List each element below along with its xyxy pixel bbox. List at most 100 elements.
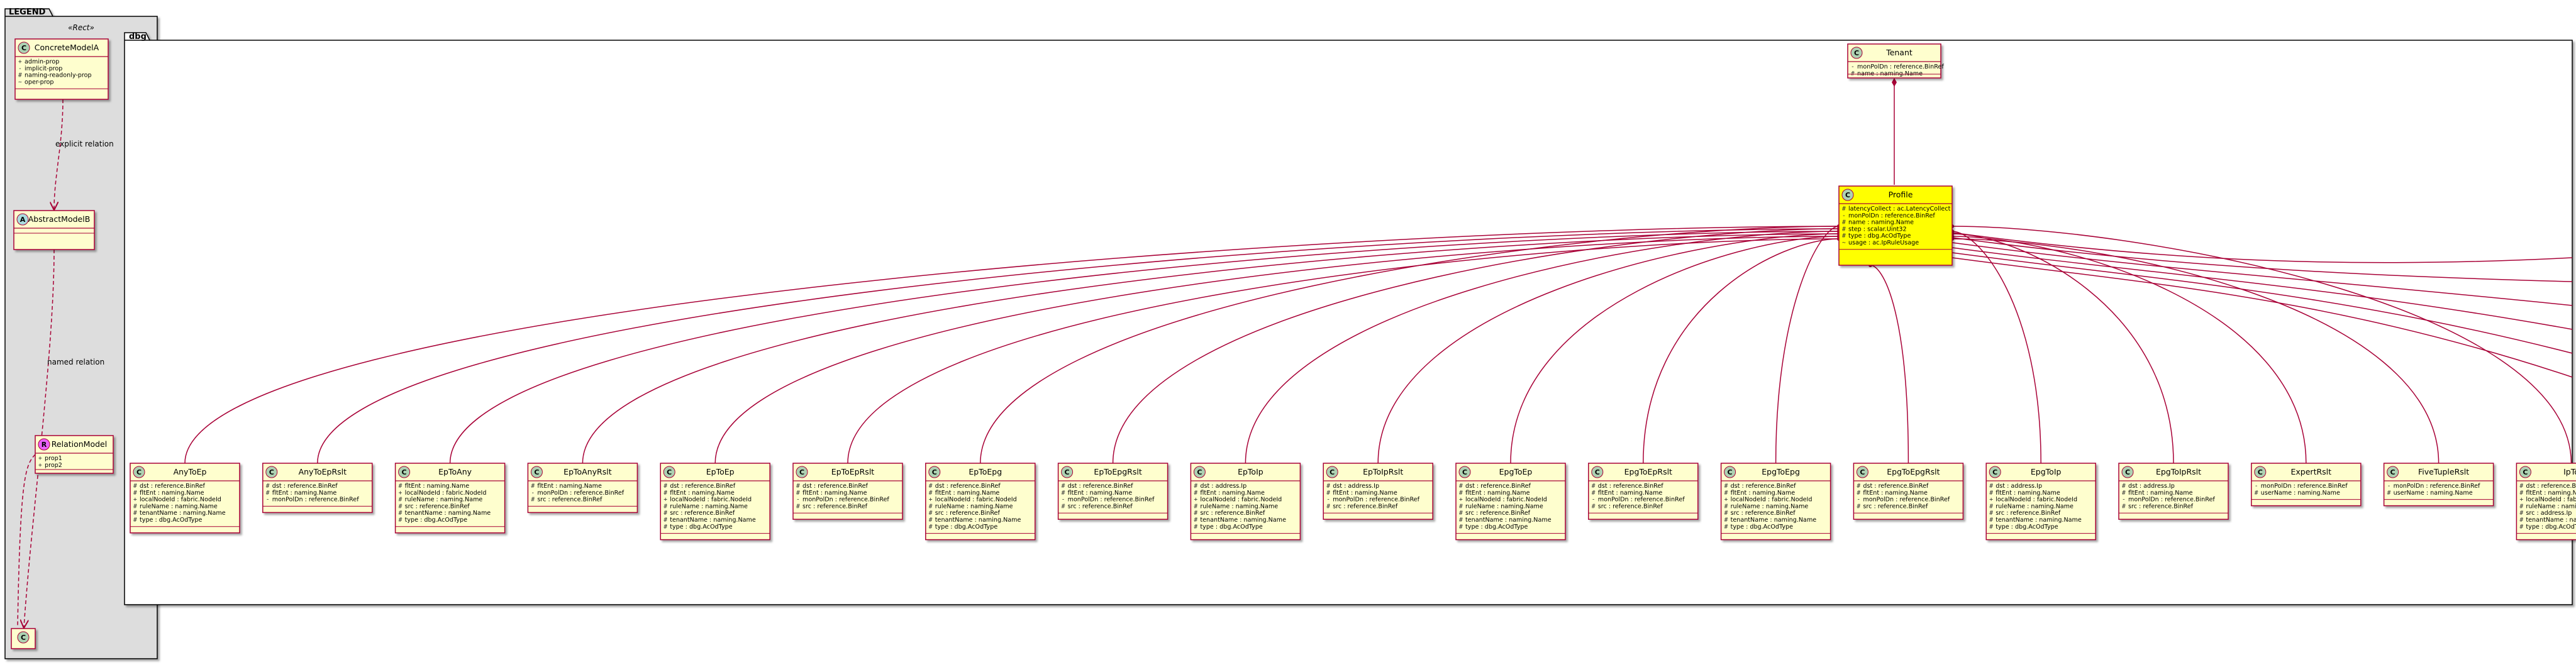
attr-visibility: # bbox=[663, 517, 667, 524]
attr-text: userName : naming.Name bbox=[2261, 490, 2340, 497]
attr-text: dst : address.Ip bbox=[1333, 483, 1379, 490]
attr-visibility: # bbox=[133, 510, 137, 517]
named-relation-edge bbox=[24, 249, 55, 627]
attr-text: dst : reference.BinRef bbox=[140, 483, 206, 490]
profile-ep-to-ep-edge bbox=[714, 236, 1840, 464]
attr-visibility: - bbox=[796, 497, 800, 503]
class-icon-letter: C bbox=[21, 44, 26, 52]
attr-text: tenantName : naming.Name bbox=[670, 517, 756, 524]
attr-visibility: - bbox=[1851, 63, 1855, 70]
attr-visibility: # bbox=[1194, 483, 1197, 490]
class-ip-to-ep[interactable]: CIpToEp#dst : reference.BinRef#fltEnt : … bbox=[2516, 463, 2576, 541]
attr-text: monPolDn : reference.BinRef bbox=[1848, 212, 1935, 219]
attr-visibility: # bbox=[2519, 483, 2523, 490]
class-name: EpgToEp bbox=[1499, 467, 1533, 476]
attr-text: dst : reference.BinRef bbox=[1731, 483, 1797, 490]
attr-text: usage : ac.IpRuleUsage bbox=[1848, 239, 1919, 246]
attr-text: dst : reference.BinRef bbox=[2526, 483, 2576, 490]
class-c[interactable]: C bbox=[11, 628, 36, 649]
attr-visibility: # bbox=[929, 510, 933, 517]
class-name: IpToEp bbox=[2563, 467, 2576, 476]
class-icon: C bbox=[530, 466, 543, 478]
attr-text: type : dbg.AcOdType bbox=[2526, 524, 2576, 530]
offscreen-edge bbox=[1951, 237, 2573, 282]
attr-text: type : dbg.AcOdType bbox=[140, 517, 203, 524]
attr-visibility: # bbox=[663, 503, 667, 510]
attr-visibility: # bbox=[1459, 483, 1463, 490]
attr-text: localNodeId : fabric.NodeId bbox=[1200, 497, 1282, 503]
attr-visibility: # bbox=[663, 524, 667, 530]
attr-visibility: # bbox=[1842, 206, 1846, 212]
attr-text: src : reference.BinRef bbox=[802, 503, 868, 510]
class-name: Tenant bbox=[1885, 48, 1913, 57]
class-icon-letter: C bbox=[21, 634, 26, 642]
attr-visibility: # bbox=[531, 483, 535, 490]
attr-text: fltEnt : naming.Name bbox=[140, 490, 204, 497]
attr-text: ruleName : naming.Name bbox=[1996, 503, 2074, 510]
attr-visibility: # bbox=[1194, 524, 1197, 530]
attr-visibility: + bbox=[38, 462, 42, 469]
class-icon-letter: C bbox=[2390, 468, 2396, 476]
attr-text: monPolDn : reference.BinRef bbox=[2394, 483, 2480, 490]
class-icon: C bbox=[17, 631, 30, 644]
attr-text: ruleName : naming.Name bbox=[1465, 503, 1543, 510]
profile-epg-to-ep-edge bbox=[1510, 236, 1840, 464]
attr-visibility: # bbox=[1724, 490, 1728, 497]
attr-text: monPolDn : reference.BinRef bbox=[1333, 497, 1419, 503]
attr-text: src : reference.BinRef bbox=[935, 510, 1001, 517]
attr-text: fltEnt : naming.Name bbox=[1996, 490, 2060, 497]
attr-text: fltEnt : naming.Name bbox=[670, 490, 735, 497]
profile-ep-to-any-edge bbox=[449, 231, 1840, 464]
class-icon: C bbox=[1326, 466, 1338, 478]
attr-text: tenantName : naming.Name bbox=[405, 510, 491, 517]
attr-text: src : reference.BinRef bbox=[1996, 510, 2061, 517]
class-name: EpToEp bbox=[706, 467, 735, 476]
class-icon-letter: C bbox=[1854, 49, 1859, 57]
attr-visibility: # bbox=[1459, 503, 1463, 510]
attr-text: src : reference.BinRef bbox=[1068, 503, 1133, 510]
attr-visibility: # bbox=[133, 483, 137, 490]
attr-visibility: # bbox=[2122, 490, 2126, 497]
attr-visibility: # bbox=[1724, 517, 1728, 524]
class-icon-letter: R bbox=[42, 441, 47, 449]
class-icon: C bbox=[663, 466, 675, 478]
attr-visibility: # bbox=[663, 483, 667, 490]
attr-text: latencyCollect : ac.LatencyCollect bbox=[1848, 206, 1951, 212]
attr-text: localNodeId : fabric.NodeId bbox=[2526, 497, 2576, 503]
attr-visibility: # bbox=[1326, 490, 1330, 497]
attr-visibility: # bbox=[1857, 503, 1860, 510]
offscreen-edge bbox=[1951, 232, 2573, 263]
class-icon: C bbox=[133, 466, 145, 478]
attr-visibility: # bbox=[399, 517, 402, 524]
attr-text: dst : address.Ip bbox=[1996, 483, 2042, 490]
attr-text: tenantName : naming.Name bbox=[140, 510, 226, 517]
class-name: FiveTupleRslt bbox=[2418, 467, 2469, 476]
class-name: AbstractModelB bbox=[28, 214, 91, 224]
class-icon-letter: C bbox=[1845, 191, 1850, 199]
attr-text: localNodeId : fabric.NodeId bbox=[140, 497, 221, 503]
class-icon: C bbox=[1841, 189, 1854, 201]
